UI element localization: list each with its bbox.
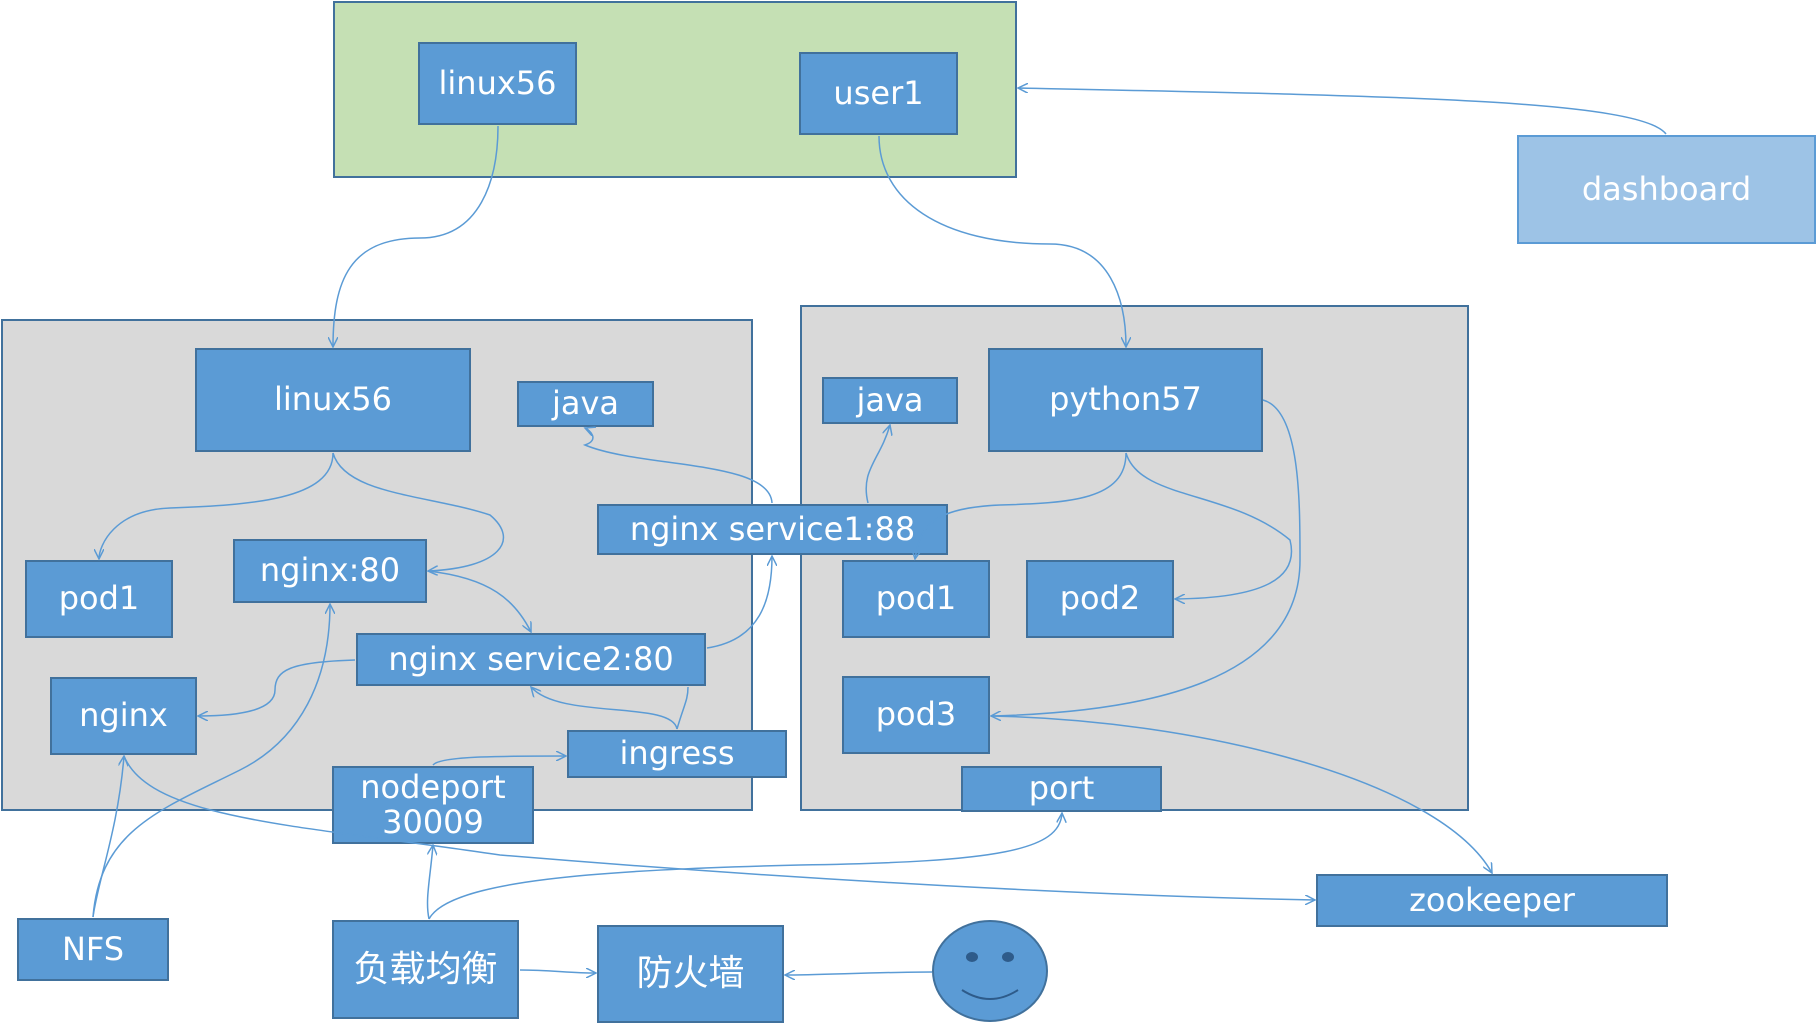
edge-user-firewall: [785, 972, 933, 975]
pod1-right-node[interactable]: pod1: [842, 560, 990, 638]
top-user1-node[interactable]: user1: [799, 52, 958, 135]
java-right-node[interactable]: java: [822, 377, 958, 424]
linux56-node[interactable]: linux56: [195, 348, 471, 452]
pod1-left-node[interactable]: pod1: [25, 560, 173, 638]
nginx-node[interactable]: nginx: [50, 677, 197, 755]
pod2-node[interactable]: pod2: [1026, 560, 1174, 638]
pod3-node[interactable]: pod3: [842, 676, 990, 754]
port-node[interactable]: port: [961, 766, 1162, 812]
nginx-service2-node[interactable]: nginx service2:80: [356, 633, 706, 686]
dashboard-node[interactable]: dashboard: [1517, 135, 1816, 244]
firewall-node[interactable]: 防火墙: [597, 925, 784, 1023]
nginx-service1-node[interactable]: nginx service1:88: [597, 504, 948, 555]
top-linux56-node[interactable]: linux56: [418, 42, 577, 125]
java-left-node[interactable]: java: [517, 381, 654, 427]
edge-lb-firewall: [519, 970, 596, 973]
python57-node[interactable]: python57: [988, 348, 1263, 452]
zookeeper-node[interactable]: zookeeper: [1316, 874, 1668, 927]
edge-dashboard-top-region: [1018, 88, 1667, 135]
nodeport-node[interactable]: nodeport 30009: [332, 766, 534, 844]
edge-lb-nodeport: [426, 845, 433, 920]
load-balancer-node[interactable]: 负载均衡: [332, 920, 519, 1019]
ingress-node[interactable]: ingress: [567, 730, 787, 778]
nfs-node[interactable]: NFS: [17, 918, 169, 981]
nginx80-node[interactable]: nginx:80: [233, 539, 427, 603]
